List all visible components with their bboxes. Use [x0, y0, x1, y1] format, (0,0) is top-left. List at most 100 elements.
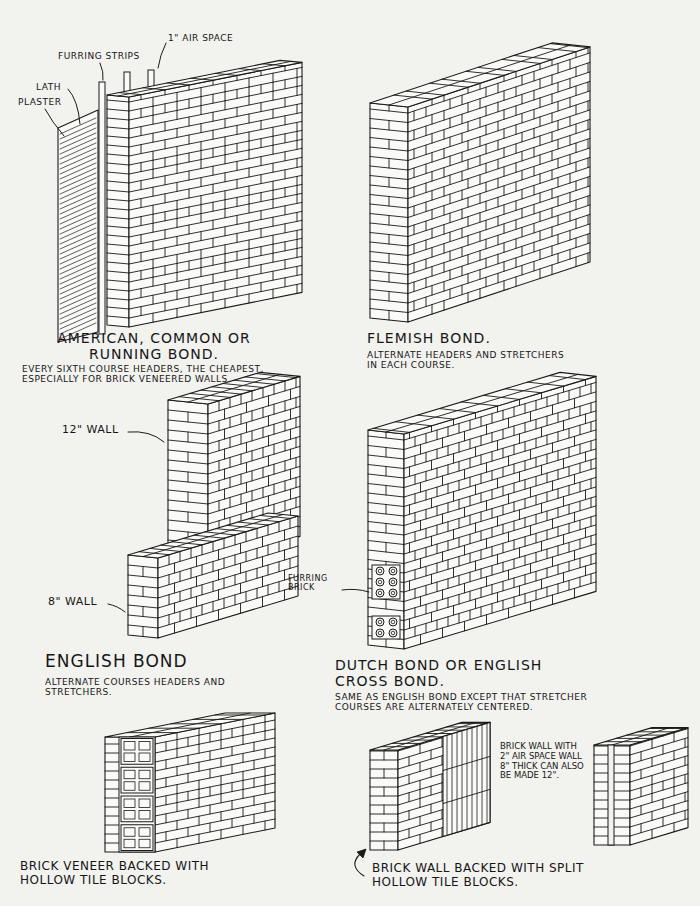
- mortar-joint: [284, 570, 285, 580]
- mortar-joint: [685, 811, 686, 820]
- mortar-joint: [225, 281, 226, 290]
- mortar-joint: [177, 92, 178, 101]
- mortar-joint: [188, 492, 189, 502]
- mortar-joint: [685, 757, 686, 766]
- mortar-joint: [652, 775, 653, 784]
- tile-cell: [124, 782, 135, 791]
- mortar-joint: [241, 394, 242, 404]
- mortar-joint: [249, 141, 250, 150]
- mortar-joint: [389, 216, 390, 226]
- mortar-joint: [519, 510, 520, 520]
- mortar-joint: [442, 514, 443, 524]
- mortar-joint: [522, 151, 523, 161]
- mortar-joint: [492, 566, 493, 576]
- mortar-joint: [468, 293, 469, 303]
- mortar-joint: [504, 281, 505, 291]
- mortar-joint: [290, 558, 291, 568]
- mortar-joint: [580, 425, 581, 435]
- lath-line: [60, 118, 96, 134]
- mortar-joint: [563, 386, 564, 392]
- course-line: [129, 112, 302, 147]
- course-line: [630, 765, 688, 782]
- mortar-joint: [243, 780, 244, 789]
- mortar-joint: [177, 785, 178, 794]
- english-bond-8in-wall: [128, 513, 298, 638]
- mortar-joint: [263, 408, 264, 418]
- mortar-joint: [462, 247, 463, 257]
- course-line: [129, 274, 302, 309]
- tile-cell: [139, 753, 150, 762]
- mortar-joint: [497, 593, 498, 603]
- mortar-joint: [263, 388, 264, 398]
- mortar-joint: [534, 204, 535, 214]
- mortar-joint: [386, 543, 387, 553]
- mortar-joint: [426, 452, 427, 462]
- mortar-joint: [525, 594, 526, 604]
- mortar-joint: [641, 752, 642, 761]
- mortar-joint: [297, 158, 298, 167]
- mortar-joint: [219, 501, 220, 511]
- mortar-joint: [444, 95, 445, 101]
- mortar-joint: [262, 537, 263, 547]
- mortar-joint: [652, 793, 653, 802]
- mortar-joint: [475, 523, 476, 533]
- mortar-joint: [249, 204, 250, 213]
- mortar-joint: [285, 98, 286, 107]
- mortar-joint: [241, 434, 242, 444]
- mortar-joint: [225, 146, 226, 155]
- mortar-joint: [235, 575, 236, 585]
- mortar-joint: [585, 528, 586, 538]
- mortar-joint: [166, 832, 167, 841]
- mortar-joint: [498, 121, 499, 131]
- figure-note: ALTERNATE HEADERS AND STRETCHERS IN EACH…: [367, 350, 567, 371]
- mortar-joint: [193, 719, 243, 720]
- mortar-joint: [569, 562, 570, 572]
- mortar-joint: [274, 484, 275, 494]
- mortar-joint: [588, 234, 589, 244]
- mortar-joint: [224, 429, 225, 439]
- mortar-joint: [189, 297, 190, 306]
- mortar-joint: [213, 256, 214, 265]
- mortar-joint: [171, 723, 221, 724]
- mortar-joint: [257, 548, 258, 558]
- lath-line: [60, 193, 96, 209]
- mortar-joint: [492, 509, 493, 518]
- course-line: [107, 316, 129, 318]
- mortar-joint: [591, 441, 592, 451]
- course-line: [630, 810, 688, 827]
- lath-line: [60, 213, 96, 229]
- mortar-joint: [563, 421, 564, 431]
- course-line: [158, 586, 298, 628]
- tile-web-line: [477, 726, 478, 826]
- course-line: [107, 289, 129, 291]
- mortar-joint: [558, 451, 559, 461]
- mortar-joint: [237, 89, 238, 98]
- mortar-joint: [450, 175, 451, 185]
- mortar-joint: [558, 432, 559, 442]
- mortar-joint: [426, 509, 427, 519]
- mortar-joint: [528, 382, 564, 386]
- mortar-joint: [237, 107, 238, 116]
- leader-line: [342, 589, 369, 592]
- mortar-joint: [663, 817, 664, 826]
- mortar-joint: [464, 545, 465, 555]
- mortar-joint: [230, 477, 231, 487]
- callout-label: BRICK WALL WITH 2" AIR SPACE WALL 8" THI…: [500, 742, 586, 781]
- mortar-joint: [386, 467, 387, 477]
- mortar-joint: [444, 168, 445, 178]
- wall-top-face: [368, 372, 596, 434]
- mortar-joint: [414, 149, 415, 159]
- mortar-joint: [201, 178, 202, 187]
- mortar-joint: [519, 472, 520, 482]
- course-line: [404, 506, 596, 564]
- mortar-joint: [426, 623, 427, 633]
- mortar-joint: [486, 144, 487, 154]
- mortar-joint: [558, 83, 559, 93]
- mortar-joint: [540, 155, 541, 165]
- mortar-joint: [273, 253, 274, 262]
- lath-plaster-panel: [58, 110, 98, 342]
- hollow-tile-blocks: [119, 737, 155, 852]
- mortar-joint: [519, 548, 520, 558]
- tile-joint: [443, 789, 490, 803]
- mortar-joint: [237, 143, 238, 152]
